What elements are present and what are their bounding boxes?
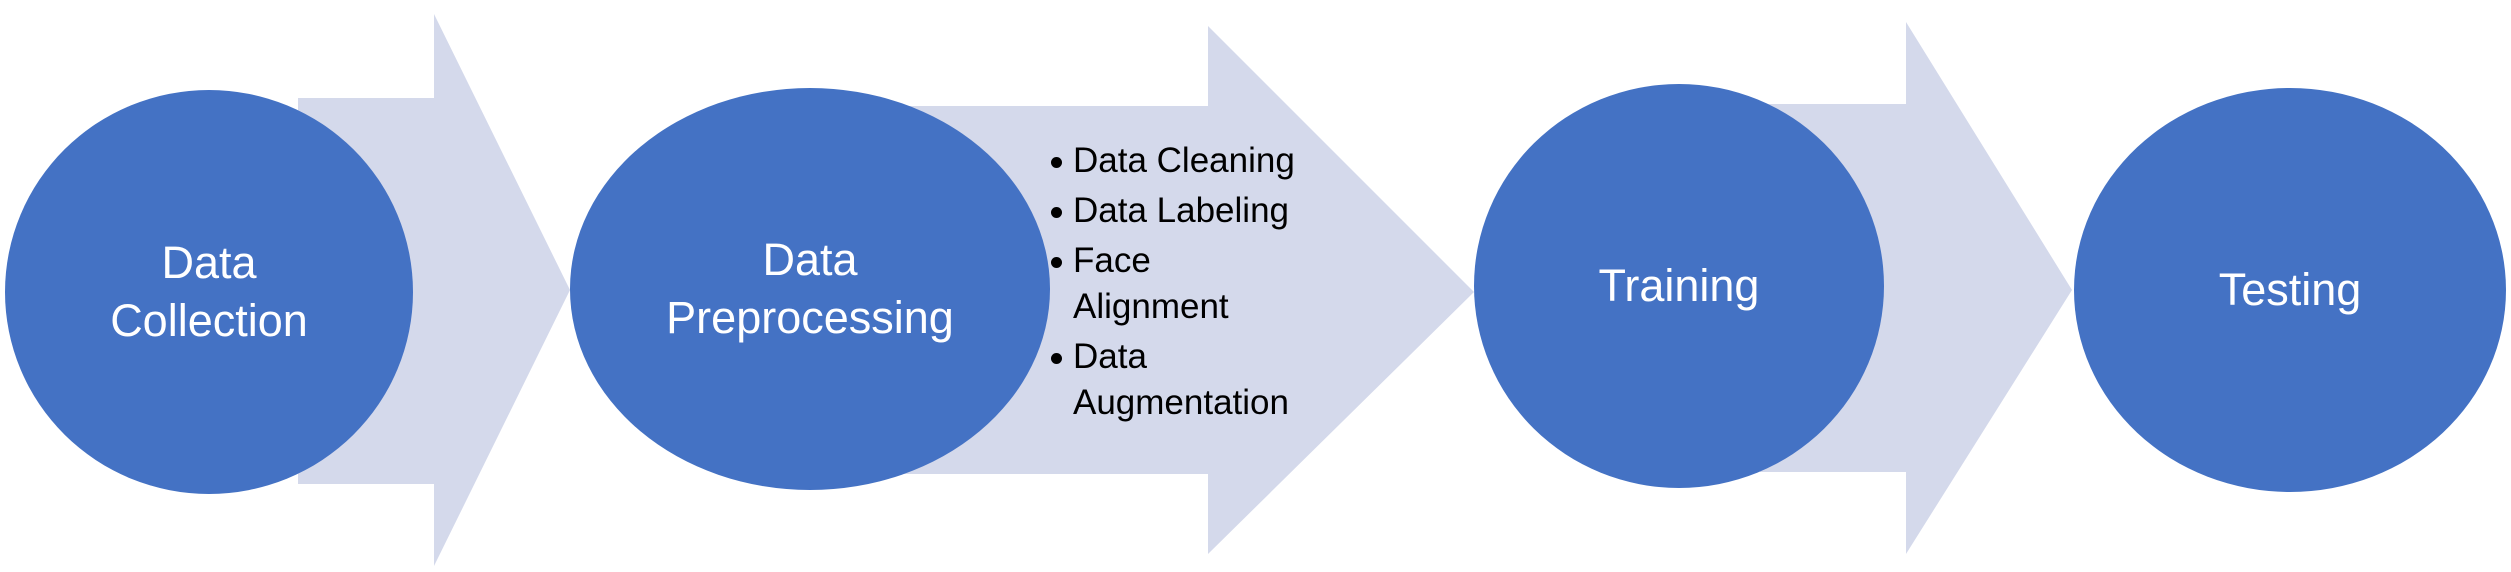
list-item: Data Labeling — [1047, 188, 1347, 234]
bullet-dot-icon — [1051, 207, 1062, 218]
flow-arrow-3 — [1760, 22, 2072, 554]
list-item-text: Data Labeling — [1073, 191, 1289, 230]
flow-arrow-1 — [298, 14, 570, 566]
bullet-dot-icon — [1051, 257, 1062, 268]
stage-testing: Testing — [2074, 88, 2506, 492]
bullet-dot-icon — [1051, 157, 1062, 168]
list-item-text: Data Augmentation — [1073, 337, 1289, 422]
flow-arrow-2 — [900, 26, 1474, 554]
stage-training: Training — [1474, 84, 1884, 488]
list-item: Data Cleaning — [1047, 138, 1347, 184]
preprocessing-steps-list: Data Cleaning Data Labeling Face Alignme… — [1047, 138, 1347, 430]
stage-label-training: Training — [1598, 260, 1760, 311]
bullet-dot-icon — [1051, 353, 1062, 364]
stage-data-collection: Data Collection — [5, 90, 413, 494]
stage-label-testing: Testing — [2218, 264, 2362, 315]
stage-data-preprocessing: Data Preprocessing — [570, 88, 1050, 490]
list-item-text: Face Alignment — [1073, 241, 1229, 326]
list-item: Data Augmentation — [1047, 334, 1323, 426]
list-item: Face Alignment — [1047, 238, 1243, 330]
stage-label-data-collection: Data Collection — [110, 237, 308, 346]
stage-label-data-preprocessing: Data Preprocessing — [666, 234, 954, 343]
list-item-text: Data Cleaning — [1073, 141, 1295, 180]
